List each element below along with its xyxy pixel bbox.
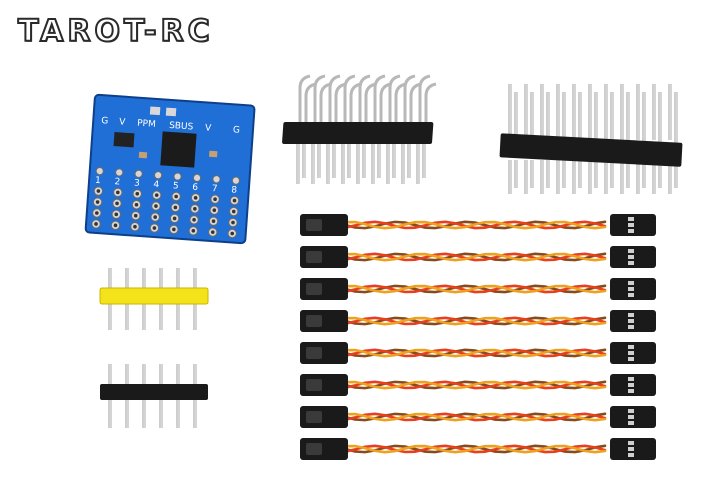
servo-cable-set [300,214,656,460]
servo-cable [300,438,656,460]
board-label-ppm: PPM [137,119,156,130]
channel-number-3: 3 [134,179,140,189]
channel-number-1: 1 [95,176,101,186]
servo-cable [300,406,656,428]
black-pin-header [100,364,208,428]
through-hole-grid [91,167,241,239]
servo-cable [300,374,656,396]
board-label-g2: G [233,125,241,135]
brand-logo: TAROT-RC [17,13,214,50]
servo-cable [300,246,656,268]
converter-board: G V PPM SBUS V G 1 2 3 4 5 6 7 8 [84,93,256,245]
channel-number-row: 1 2 3 4 5 6 7 8 [95,176,238,196]
channel-number-2: 2 [114,177,120,187]
servo-cable [300,214,656,236]
servo-cable [300,342,656,364]
channel-number-7: 7 [211,184,217,194]
processor-chip [160,131,197,168]
servo-cable [300,310,656,332]
yellow-pin-header [99,268,209,330]
board-label-v2: V [205,123,213,133]
board-label-v1: V [119,117,127,127]
double-row-header [499,84,683,194]
channel-number-4: 4 [153,180,160,190]
board-label-g1: G [101,116,109,126]
channel-number-8: 8 [231,185,238,195]
right-angle-header [282,74,437,184]
channel-number-6: 6 [192,183,199,193]
regulator-chip [113,132,135,148]
board-label-sbus: SBUS [169,121,194,133]
servo-cable [300,278,656,300]
channel-number-5: 5 [173,181,179,191]
